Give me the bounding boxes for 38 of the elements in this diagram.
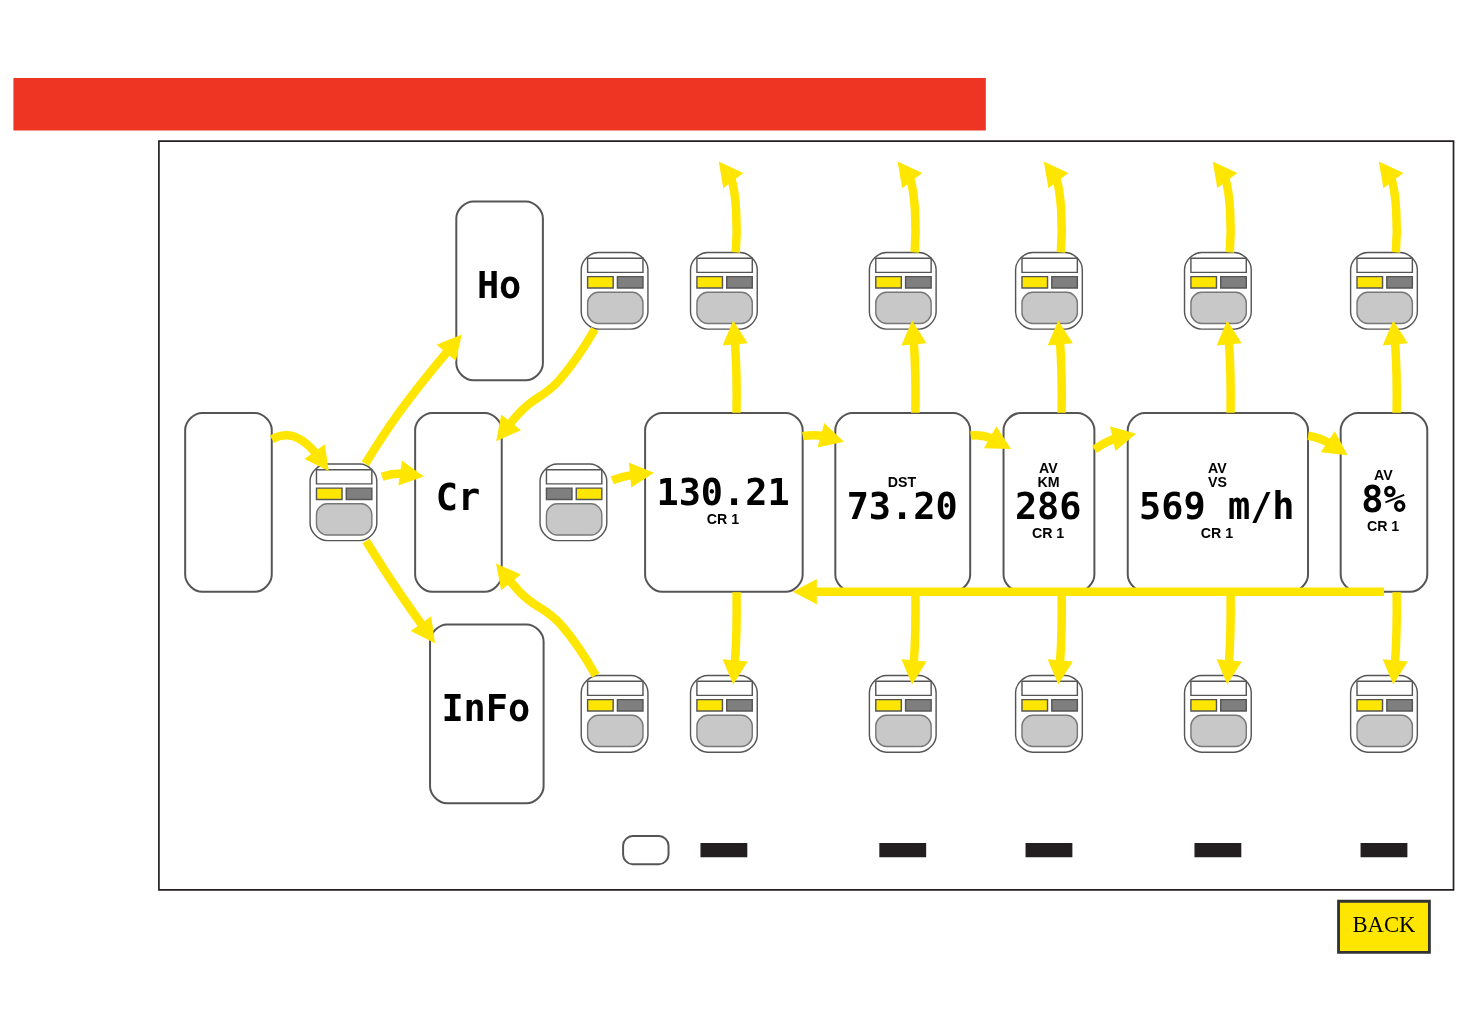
arrow <box>496 563 600 678</box>
node-bar <box>13 77 986 131</box>
node-bar <box>700 843 748 858</box>
node-box <box>622 834 670 866</box>
node-box <box>184 411 273 593</box>
arrow <box>1092 426 1137 453</box>
node-bar <box>879 843 927 858</box>
node-bar <box>1360 843 1408 858</box>
node-bar <box>1194 843 1242 858</box>
arrow <box>722 592 748 685</box>
arrow <box>362 538 436 644</box>
arrow <box>610 462 655 488</box>
arrow <box>1047 320 1073 413</box>
arrow <box>1307 431 1348 456</box>
arrow <box>361 334 462 466</box>
node-box: Ho <box>455 200 544 382</box>
arrow <box>722 320 748 413</box>
arrow <box>1382 320 1408 413</box>
arrow <box>897 161 923 253</box>
arrow <box>792 579 1384 605</box>
arrow <box>1216 320 1242 413</box>
arrow <box>901 320 927 413</box>
arrow <box>1382 592 1408 685</box>
arrow <box>718 161 744 253</box>
arrow <box>1043 161 1069 253</box>
node-box: BACK <box>1337 899 1431 954</box>
arrow <box>970 426 1012 450</box>
cluster <box>158 140 1455 891</box>
arrow <box>1378 161 1404 253</box>
arrow <box>380 460 424 486</box>
node-box: AV 8% CR 1 <box>1339 411 1429 593</box>
node-box: Cr <box>414 411 503 593</box>
arrow <box>496 327 599 442</box>
node-bar <box>1025 843 1073 858</box>
arrow <box>802 423 845 448</box>
arrow <box>1212 161 1238 253</box>
node-box: 130.21 CR 1 <box>644 411 804 593</box>
node-box: InFo <box>429 623 545 805</box>
